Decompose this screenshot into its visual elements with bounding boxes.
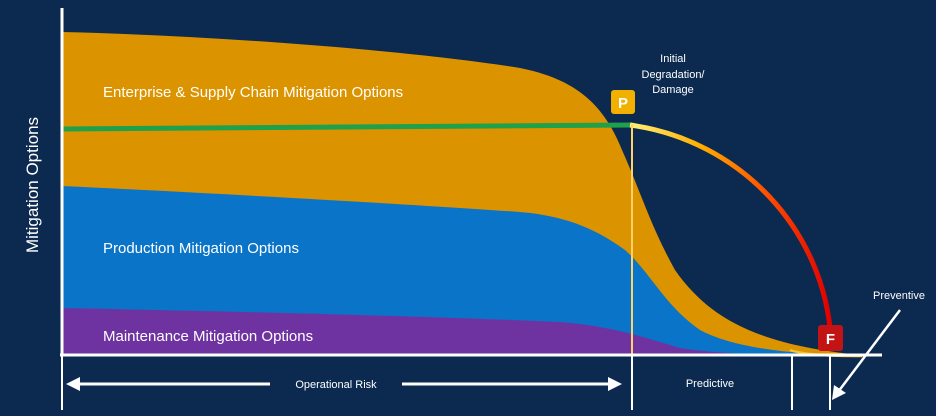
- p-marker-box: [611, 90, 635, 114]
- operational-risk-arrowhead-left: [66, 377, 80, 391]
- enterprise-region-label: Enterprise & Supply Chain Mitigation Opt…: [103, 84, 403, 101]
- initial-degradation-line1: Initial: [660, 53, 686, 65]
- preventive-arrow: [837, 309, 901, 393]
- p-marker-label: P: [618, 95, 628, 112]
- baseline-line: [61, 122, 633, 132]
- f-marker-box: [818, 325, 843, 351]
- initial-degradation-line2: Degradation/: [642, 69, 706, 81]
- predictive-label: Predictive: [686, 378, 734, 390]
- production-region-label: Production Mitigation Options: [103, 240, 299, 257]
- maintenance-mitigation-area: [62, 308, 800, 356]
- pf-failure-curve: [629, 122, 834, 341]
- initial-degradation-line3: Damage: [652, 84, 694, 96]
- operational-risk-label: Operational Risk: [295, 379, 377, 391]
- preventive-label: Preventive: [873, 290, 925, 302]
- y-axis-label: Mitigation Options: [23, 117, 42, 253]
- operational-risk-arrowhead-right: [608, 377, 622, 391]
- maintenance-region-label: Maintenance Mitigation Options: [103, 328, 313, 345]
- f-marker-label: F: [826, 331, 835, 348]
- preventive-arrowhead: [832, 385, 846, 400]
